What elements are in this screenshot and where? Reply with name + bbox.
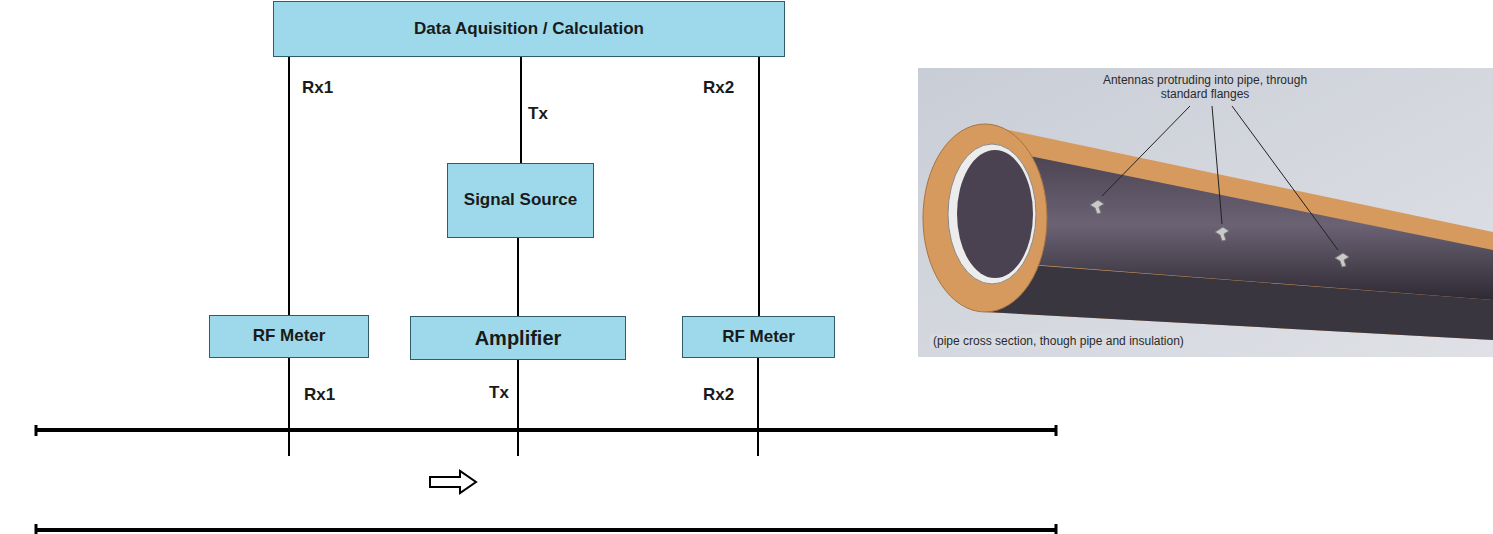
- pipe-end: [1055, 425, 1058, 436]
- pipe-wall: [35, 428, 1057, 432]
- antenna: [1090, 200, 1104, 214]
- pipe-opening: [957, 150, 1033, 278]
- signal-wire: [758, 57, 760, 316]
- pipe-bore: [1000, 150, 1493, 300]
- pipe-end: [948, 144, 1036, 284]
- pipe-end: [1055, 524, 1058, 534]
- flow-arrow: [430, 471, 476, 493]
- antenna: [1335, 253, 1349, 267]
- signal-wire: [517, 238, 519, 316]
- pipe-end: [35, 524, 38, 534]
- box-label: RF Meter: [247, 326, 332, 346]
- box-label: Signal Source: [458, 190, 583, 210]
- signal-name: Rx1: [302, 78, 333, 98]
- probe-wire: [288, 358, 290, 456]
- insulation: [985, 125, 1493, 340]
- illustration-ground: [918, 68, 1493, 357]
- insulation-end: [923, 124, 1047, 312]
- leader-line: [1232, 106, 1338, 250]
- caption-note: (pipe cross section, though pipe and ins…: [930, 334, 1187, 348]
- signal-name: Tx: [489, 383, 509, 403]
- meter-box: RF Meter: [682, 316, 835, 358]
- signal-name: Rx2: [703, 78, 734, 98]
- pipe-end: [35, 425, 38, 436]
- antenna-group: [1090, 200, 1349, 267]
- leader-line: [1212, 106, 1222, 224]
- antenna: [1215, 227, 1229, 241]
- amplifier-box: Amplifier: [410, 316, 626, 360]
- signal-name: Tx: [528, 104, 548, 124]
- leader-lines: [1102, 106, 1338, 250]
- probe-wire: [517, 360, 519, 456]
- signal-name: Rx2: [703, 385, 734, 405]
- signal-name: Rx1: [304, 385, 335, 405]
- callout-note: Antennas protruding into pipe, through s…: [1080, 73, 1330, 101]
- signal-wire: [288, 57, 290, 315]
- source-box: Signal Source: [447, 163, 594, 238]
- box-label: RF Meter: [716, 327, 801, 347]
- pipe-wall: [35, 528, 1057, 532]
- box-label: Amplifier: [469, 326, 568, 350]
- meter-box: RF Meter: [209, 315, 369, 358]
- box-label: Data Aquisition / Calculation: [408, 19, 650, 39]
- probe-wire: [757, 358, 759, 456]
- leader-line: [1102, 106, 1190, 196]
- signal-wire: [520, 57, 522, 163]
- system-box: Data Aquisition / Calculation: [273, 1, 785, 57]
